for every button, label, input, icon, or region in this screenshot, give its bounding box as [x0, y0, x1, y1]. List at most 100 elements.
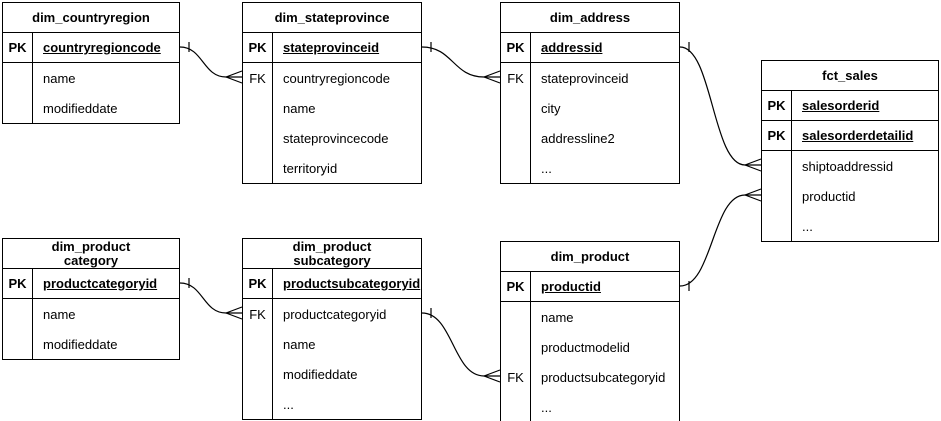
field-row[interactable]: addressline2: [501, 123, 679, 153]
pk-label: PK: [243, 33, 273, 62]
empty-key-label: [243, 153, 273, 183]
relationship-dim_productcategory-to-dim_productsubcategory[interactable]: [179, 278, 243, 320]
field-name: stateprovincecode: [283, 130, 389, 146]
field-row[interactable]: name: [3, 63, 179, 93]
table-title-line: dim_product: [292, 238, 372, 254]
key-field-row[interactable]: PK stateprovinceid: [243, 33, 421, 63]
relationship-dim_productsubcategory-to-dim_product[interactable]: [421, 308, 501, 383]
field-name: name: [283, 336, 316, 352]
fk-label: FK: [501, 63, 531, 93]
empty-key-label: [501, 123, 531, 153]
relationship-dim_product-to-fct_sales[interactable]: [679, 188, 762, 291]
field-name: productid: [802, 188, 856, 204]
empty-key-label: [243, 329, 273, 359]
relationship-line[interactable]: [679, 194, 761, 287]
field-row[interactable]: stateprovincecode: [243, 123, 421, 153]
field-row[interactable]: ...: [501, 153, 679, 183]
relationship-line[interactable]: [679, 46, 761, 166]
field-name: productsubcategoryid: [541, 369, 666, 385]
relationship-line[interactable]: [179, 46, 242, 78]
field-name: productcategoryid: [43, 276, 158, 291]
table-title[interactable]: dim_stateprovince: [243, 3, 421, 33]
empty-key-label: [762, 181, 792, 211]
pk-label: PK: [501, 272, 531, 301]
pk-label: PK: [243, 269, 273, 298]
table-title-line: fct_sales: [822, 67, 878, 83]
field-name: salesorderid: [802, 98, 880, 113]
field-name: ...: [541, 160, 552, 176]
empty-key-label: [3, 299, 33, 329]
field-name: modifieddate: [43, 336, 118, 352]
empty-key-label: [762, 211, 792, 241]
field-name: stateprovinceid: [283, 40, 380, 55]
field-row[interactable]: territoryid: [243, 153, 421, 183]
relationship-dim_stateprovince-to-dim_address[interactable]: [421, 42, 501, 84]
field-row[interactable]: FK stateprovinceid: [501, 63, 679, 93]
field-name: territoryid: [283, 160, 338, 176]
field-name: name: [283, 100, 316, 116]
field-row[interactable]: shiptoaddressid: [762, 151, 938, 181]
relationship-line[interactable]: [421, 312, 500, 377]
field-row[interactable]: productmodelid: [501, 332, 679, 362]
relationship-dim_address-to-fct_sales[interactable]: [679, 42, 762, 172]
field-name: countryregioncode: [283, 70, 390, 86]
relationship-dim_countryregion-to-dim_stateprovince[interactable]: [179, 42, 243, 84]
field-row[interactable]: name: [243, 93, 421, 123]
field-row[interactable]: ...: [243, 389, 421, 419]
field-row[interactable]: name: [243, 329, 421, 359]
field-row[interactable]: city: [501, 93, 679, 123]
field-name: addressline2: [541, 130, 615, 146]
field-row[interactable]: productid: [762, 181, 938, 211]
field-row[interactable]: name: [501, 302, 679, 332]
table-title[interactable]: dim_address: [501, 3, 679, 33]
field-name: modifieddate: [43, 100, 118, 116]
table-title-line: dim_stateprovince: [274, 9, 390, 25]
field-name: city: [541, 100, 561, 116]
field-row[interactable]: ...: [501, 392, 679, 421]
cardinality-many-crowsfoot: [225, 70, 243, 84]
table-title-line: dim_product: [51, 238, 131, 254]
table-title[interactable]: dim_countryregion: [3, 3, 179, 33]
field-row[interactable]: ...: [762, 211, 938, 241]
relationship-line[interactable]: [421, 46, 500, 78]
field-name: stateprovinceid: [541, 70, 629, 86]
field-row[interactable]: FK countryregioncode: [243, 63, 421, 93]
pk-label: PK: [3, 33, 33, 62]
field-name: ...: [541, 399, 552, 415]
fk-label: FK: [243, 63, 273, 93]
field-name: name: [43, 70, 76, 86]
field-name: productcategoryid: [283, 306, 387, 322]
table-title-line: category: [63, 252, 119, 268]
table-title[interactable]: dim_product: [501, 242, 679, 272]
field-name: salesorderdetailid: [802, 128, 914, 143]
empty-key-label: [501, 93, 531, 123]
field-name: productmodelid: [541, 339, 630, 355]
key-field-row[interactable]: PK productsubcategoryid: [243, 269, 421, 299]
empty-key-label: [501, 332, 531, 362]
field-row[interactable]: name: [3, 299, 179, 329]
field-row[interactable]: modifieddate: [243, 359, 421, 389]
relationship-line[interactable]: [179, 282, 242, 314]
empty-key-label: [243, 123, 273, 153]
field-row[interactable]: modifieddate: [3, 93, 179, 123]
field-name: productsubcategoryid: [283, 276, 421, 291]
table-title[interactable]: fct_sales: [762, 61, 938, 91]
field-row[interactable]: modifieddate: [3, 329, 179, 359]
